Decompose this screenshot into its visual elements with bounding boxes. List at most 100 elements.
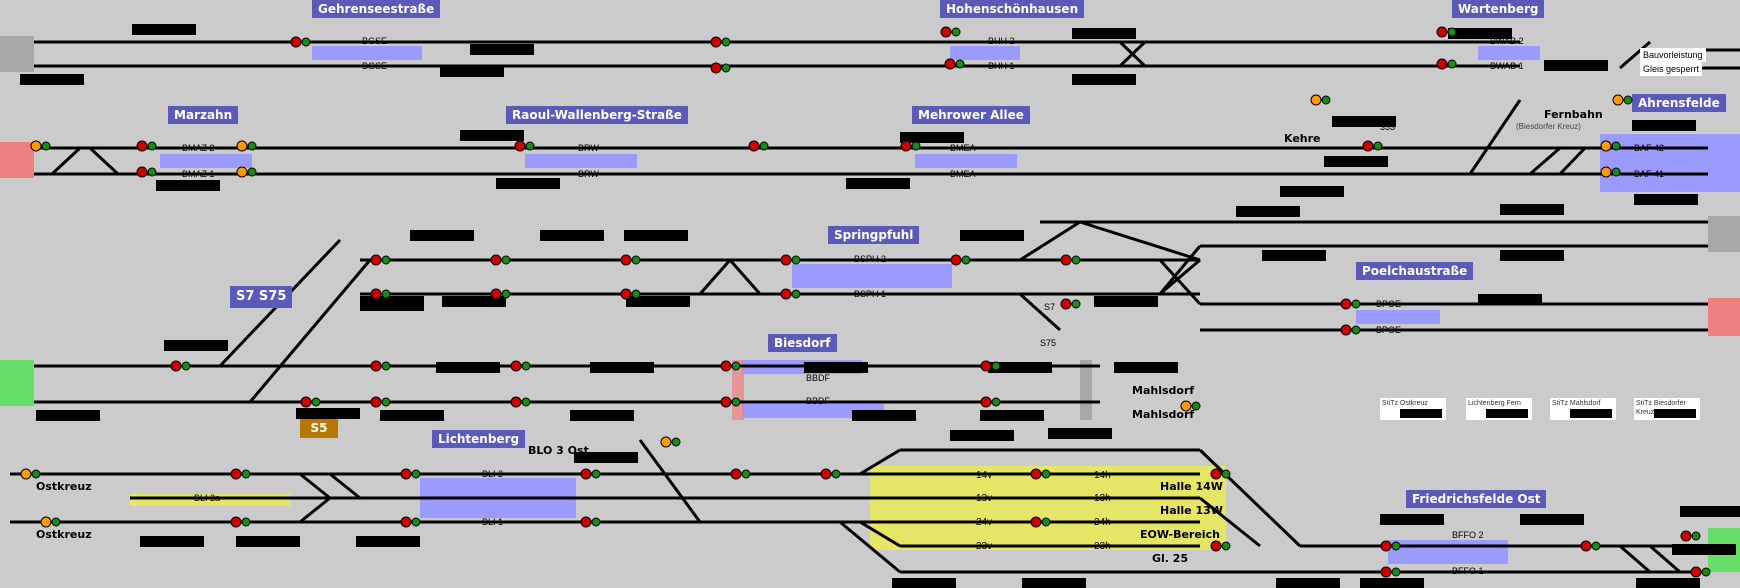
- indicator-block[interactable]: [1276, 578, 1340, 588]
- signal-icon[interactable]: [510, 396, 532, 408]
- signal-icon[interactable]: [660, 436, 682, 448]
- indicator-block[interactable]: [1360, 578, 1424, 588]
- indicator-block[interactable]: [900, 132, 964, 143]
- signal-icon[interactable]: [400, 516, 422, 528]
- indicator-block[interactable]: [1634, 194, 1698, 205]
- signal-icon[interactable]: [1060, 254, 1082, 266]
- signal-icon[interactable]: [748, 140, 770, 152]
- indicator-block[interactable]: [436, 362, 500, 373]
- signal-icon[interactable]: [300, 396, 322, 408]
- station-poelchaustrasse[interactable]: Poelchaustraße: [1356, 262, 1474, 280]
- signal-icon[interactable]: [720, 360, 742, 372]
- signal-icon[interactable]: [236, 166, 258, 178]
- station-ahrensfelde[interactable]: Ahrensfelde: [1632, 94, 1726, 112]
- indicator-block[interactable]: [1262, 250, 1326, 261]
- indicator-block[interactable]: [1114, 362, 1178, 373]
- indicator-block[interactable]: [892, 578, 956, 588]
- signal-icon[interactable]: [944, 58, 966, 70]
- signal-icon[interactable]: [1580, 540, 1602, 552]
- indicator-block[interactable]: [1332, 116, 1396, 127]
- signal-icon[interactable]: [514, 140, 536, 152]
- station-biesdorf[interactable]: Biesdorf: [768, 334, 837, 352]
- signal-icon[interactable]: [30, 140, 52, 152]
- signal-icon[interactable]: [1210, 468, 1232, 480]
- indicator-block[interactable]: [1236, 206, 1300, 217]
- indicator-block[interactable]: [1478, 294, 1542, 305]
- station-hohenschoenhausen[interactable]: Hohenschönhausen: [940, 0, 1085, 18]
- signal-icon[interactable]: [580, 468, 602, 480]
- indicator-block[interactable]: [1672, 544, 1736, 555]
- signal-icon[interactable]: [780, 254, 802, 266]
- indicator-block[interactable]: [1636, 578, 1700, 588]
- indicator-block[interactable]: [626, 296, 690, 307]
- indicator-block[interactable]: [132, 24, 196, 35]
- signal-icon[interactable]: [370, 288, 392, 300]
- indicator-block[interactable]: [574, 452, 638, 463]
- indicator-block[interactable]: [164, 340, 228, 351]
- indicator-block[interactable]: [360, 300, 424, 311]
- signal-icon[interactable]: [1436, 58, 1458, 70]
- signal-icon[interactable]: [1180, 400, 1202, 412]
- indicator-block[interactable]: [960, 230, 1024, 241]
- signal-icon[interactable]: [620, 254, 642, 266]
- indicator-block[interactable]: [950, 430, 1014, 441]
- indicator-block[interactable]: [1544, 60, 1608, 71]
- signal-icon[interactable]: [230, 516, 252, 528]
- signal-icon[interactable]: [40, 516, 62, 528]
- indicator-block[interactable]: [1324, 156, 1388, 167]
- signal-icon[interactable]: [1060, 298, 1082, 310]
- station-wartenberg[interactable]: Wartenberg: [1452, 0, 1545, 18]
- signal-icon[interactable]: [1680, 530, 1702, 542]
- indicator-block[interactable]: [1072, 74, 1136, 85]
- signal-icon[interactable]: [20, 468, 42, 480]
- indicator-block[interactable]: [1448, 28, 1512, 39]
- station-springpfuhl[interactable]: Springpfuhl: [828, 226, 920, 244]
- indicator-block[interactable]: [440, 66, 504, 77]
- signal-icon[interactable]: [236, 140, 258, 152]
- indicator-block[interactable]: [470, 44, 534, 55]
- indicator-block[interactable]: [20, 74, 84, 85]
- indicator-block[interactable]: [1500, 204, 1564, 215]
- signal-icon[interactable]: [230, 468, 252, 480]
- indicator-block[interactable]: [846, 178, 910, 189]
- indicator-block[interactable]: [236, 536, 300, 547]
- indicator-block[interactable]: [1680, 506, 1740, 517]
- indicator-block[interactable]: [460, 130, 524, 141]
- signal-icon[interactable]: [1380, 566, 1402, 578]
- signal-icon[interactable]: [1030, 516, 1052, 528]
- indicator-block[interactable]: [140, 536, 204, 547]
- station-friedrichsfelde-ost[interactable]: Friedrichsfelde Ost: [1406, 490, 1547, 508]
- signal-icon[interactable]: [950, 254, 972, 266]
- signal-icon[interactable]: [980, 360, 1002, 372]
- indicator-block[interactable]: [570, 410, 634, 421]
- signal-icon[interactable]: [370, 254, 392, 266]
- signal-icon[interactable]: [900, 140, 922, 152]
- indicator-block[interactable]: [1022, 578, 1086, 588]
- signal-icon[interactable]: [1362, 140, 1384, 152]
- signal-icon[interactable]: [1612, 94, 1634, 106]
- station-raoul-wallenberg-strasse[interactable]: Raoul-Wallenberg-Straße: [506, 106, 688, 124]
- signal-icon[interactable]: [290, 36, 312, 48]
- indicator-block[interactable]: [1280, 186, 1344, 197]
- signal-icon[interactable]: [170, 360, 192, 372]
- station-marzahn[interactable]: Marzahn: [168, 106, 239, 124]
- indicator-block[interactable]: [1500, 250, 1564, 261]
- indicator-block[interactable]: [410, 230, 474, 241]
- signal-icon[interactable]: [820, 468, 842, 480]
- station-mehrower-allee[interactable]: Mehrower Allee: [912, 106, 1030, 124]
- indicator-block[interactable]: [36, 410, 100, 421]
- indicator-block[interactable]: [624, 230, 688, 241]
- signal-icon[interactable]: [1340, 324, 1362, 336]
- signal-icon[interactable]: [400, 468, 422, 480]
- indicator-block[interactable]: [356, 536, 420, 547]
- indicator-block[interactable]: [1094, 296, 1158, 307]
- signal-icon[interactable]: [780, 288, 802, 300]
- signal-icon[interactable]: [370, 360, 392, 372]
- signal-icon[interactable]: [730, 468, 752, 480]
- signal-icon[interactable]: [136, 140, 158, 152]
- station-gehrenseestrasse[interactable]: Gehrenseestraße: [312, 0, 441, 18]
- signal-icon[interactable]: [580, 516, 602, 528]
- indicator-block[interactable]: [380, 410, 444, 421]
- indicator-block[interactable]: [540, 230, 604, 241]
- signal-icon[interactable]: [620, 288, 642, 300]
